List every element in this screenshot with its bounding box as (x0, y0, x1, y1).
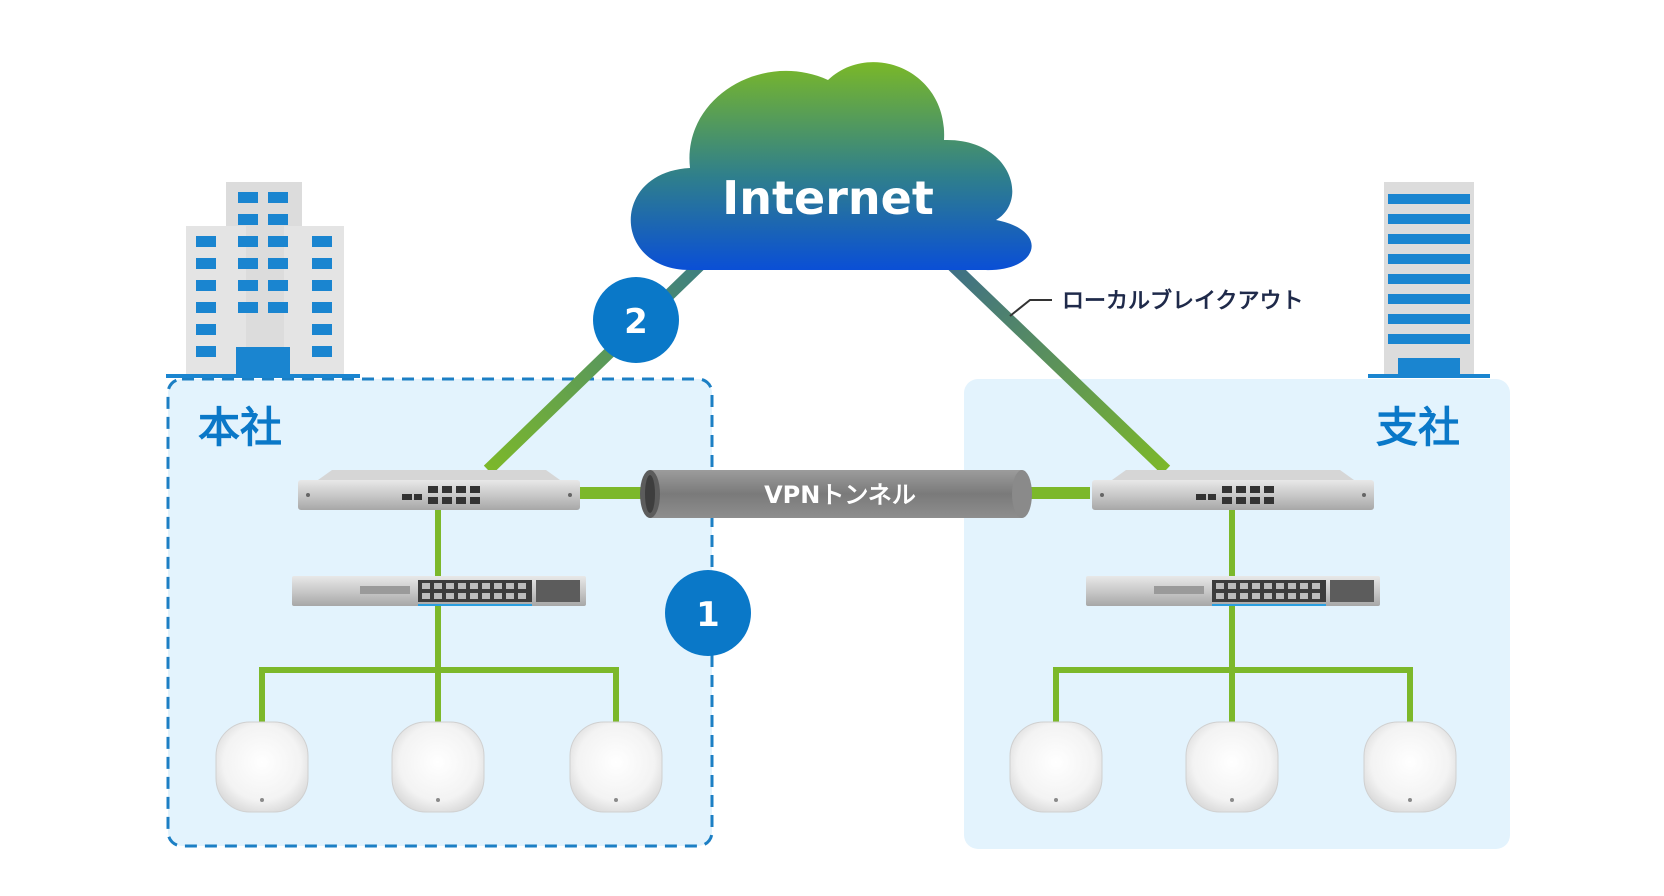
hq-label: 本社 (198, 403, 282, 452)
vpn-tunnel-label: VPNトンネル (764, 481, 916, 509)
branch-access-point-icon (1185, 721, 1279, 813)
branch-switch-icon (1086, 576, 1380, 606)
branch-label: 支社 (1376, 403, 1460, 452)
branch-access-point-icon (1363, 721, 1457, 813)
badge-2: 2 (593, 277, 679, 363)
badge-2-label: 2 (624, 302, 648, 342)
hq-security-appliance-icon (298, 470, 580, 510)
local-breakout-label: ローカルブレイクアウト (1062, 288, 1304, 314)
hq-access-point-icon (391, 721, 485, 813)
hq-building-icon (166, 182, 360, 378)
badge-1-label: 1 (696, 595, 720, 635)
branch-internet-link (947, 260, 1171, 475)
hq-switch-icon (292, 576, 586, 606)
branch-security-appliance-icon (1092, 470, 1374, 510)
internet-label: Internet (722, 171, 934, 225)
badge-1: 1 (665, 570, 751, 656)
hq-access-point-icon (569, 721, 663, 813)
callout-leader (1009, 299, 1052, 317)
hq-lan-links (259, 510, 619, 732)
branch-access-point-icon (1009, 721, 1103, 813)
branch-building-icon (1368, 182, 1490, 378)
hq-access-point-icon (215, 721, 309, 813)
branch-lan-links (1053, 510, 1413, 732)
vpn-tunnel (640, 470, 1032, 518)
internet-cloud-icon (630, 62, 1032, 271)
